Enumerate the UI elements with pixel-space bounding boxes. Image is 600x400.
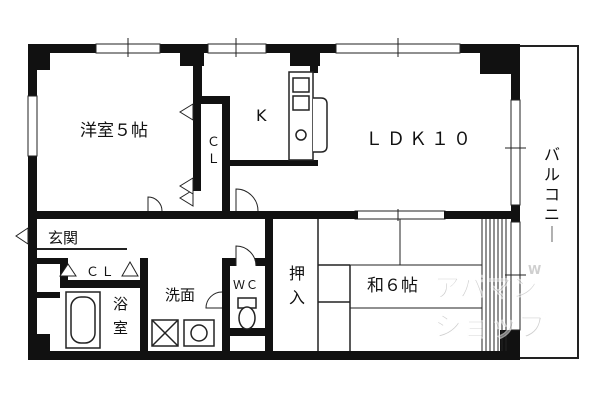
japanese-room-shoji <box>481 219 507 351</box>
watermark-suffix: W <box>528 263 541 277</box>
label-kitchen: K <box>256 106 267 125</box>
windows-left <box>27 95 38 157</box>
label-storage-1: 押 <box>289 264 305 283</box>
label-closet-upper-2: Ｌ <box>207 152 220 167</box>
label-closet-upper-1: Ｃ <box>207 135 220 150</box>
label-bath-2: 室 <box>113 319 128 337</box>
watermark: アパマン ショップ W <box>434 263 548 343</box>
tatami-lines <box>350 219 482 309</box>
label-storage-2: 入 <box>289 288 305 307</box>
label-ldk: ＬＤＫ１０ <box>365 129 475 150</box>
balcony-char: ル <box>544 165 560 184</box>
label-toilet: ＷＣ <box>233 278 259 292</box>
balcony-char: ｜ <box>544 225 560 244</box>
balcony-char: ニ <box>544 205 560 224</box>
label-closet-entry: ＣＬ <box>86 265 116 280</box>
door-swings <box>59 103 259 309</box>
balcony-char: コ <box>544 185 560 204</box>
bathtub <box>65 291 101 349</box>
balcony-door <box>505 99 526 331</box>
watermark-line1: アパマン <box>434 274 537 304</box>
label-western-room: 洋室５帖 <box>80 121 148 141</box>
balcony-char: バ <box>544 145 560 164</box>
label-balcony: バルコニ｜ <box>544 145 560 244</box>
toilet <box>237 297 257 330</box>
label-washroom: 洗面 <box>165 286 195 304</box>
entrance-door <box>15 227 127 250</box>
watermark-line2: ショップ <box>434 310 547 343</box>
storage-lines <box>317 219 351 351</box>
interior-walls <box>28 44 520 351</box>
label-bath-1: 浴 <box>113 295 128 313</box>
kitchen-counter <box>288 71 328 161</box>
label-entrance: 玄関 <box>48 229 78 247</box>
label-japanese-room: 和６帖 <box>367 276 418 296</box>
wash-fixtures <box>151 319 215 347</box>
